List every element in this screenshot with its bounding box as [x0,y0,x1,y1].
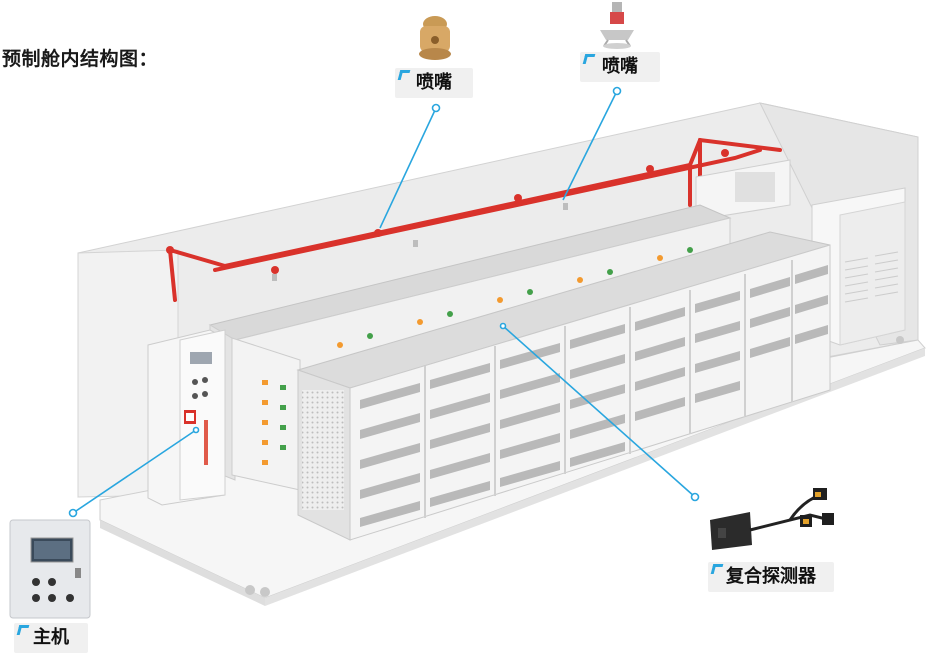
leader-lines [72,90,696,514]
corner-fitting [896,336,904,344]
host-label: 主机 [14,623,88,653]
leader-endpoints [68,86,700,518]
detector-label-text: 复合探测器 [726,566,816,587]
corner-fitting [260,587,270,597]
floor-edge [100,520,265,606]
host-controller-image [9,519,91,619]
host-label-text: 主机 [33,627,69,648]
nozzle-label-2: 喷嘴 [580,52,660,82]
label-accent-mark [582,54,596,64]
sprinkler-heads [272,203,568,281]
ac-unit-large [811,187,906,346]
label-accent-mark [710,564,724,574]
pipe-joints [166,149,729,274]
control-cabinet [147,329,226,506]
label-accent-mark [397,70,411,80]
pendant-sprinkler-image [600,2,634,49]
brass-nozzle-image [419,16,451,60]
nozzle-label-1: 喷嘴 [395,68,473,98]
label-accent-mark [16,625,30,635]
front-rack-mesh [302,390,344,510]
diagram-title: 预制舱内结构图： [2,48,159,70]
front-rack-vertical-dividers [424,260,793,518]
nozzle-label-1-text: 喷嘴 [416,72,452,93]
composite-detector-image [710,488,834,550]
corner-fitting [245,585,255,595]
detector-label: 复合探测器 [708,562,834,592]
nozzle-label-2-text: 喷嘴 [602,56,638,77]
back-rack-side-panel [231,337,301,491]
front-rack-drawers [360,265,828,527]
floor-front-edge [265,348,925,606]
